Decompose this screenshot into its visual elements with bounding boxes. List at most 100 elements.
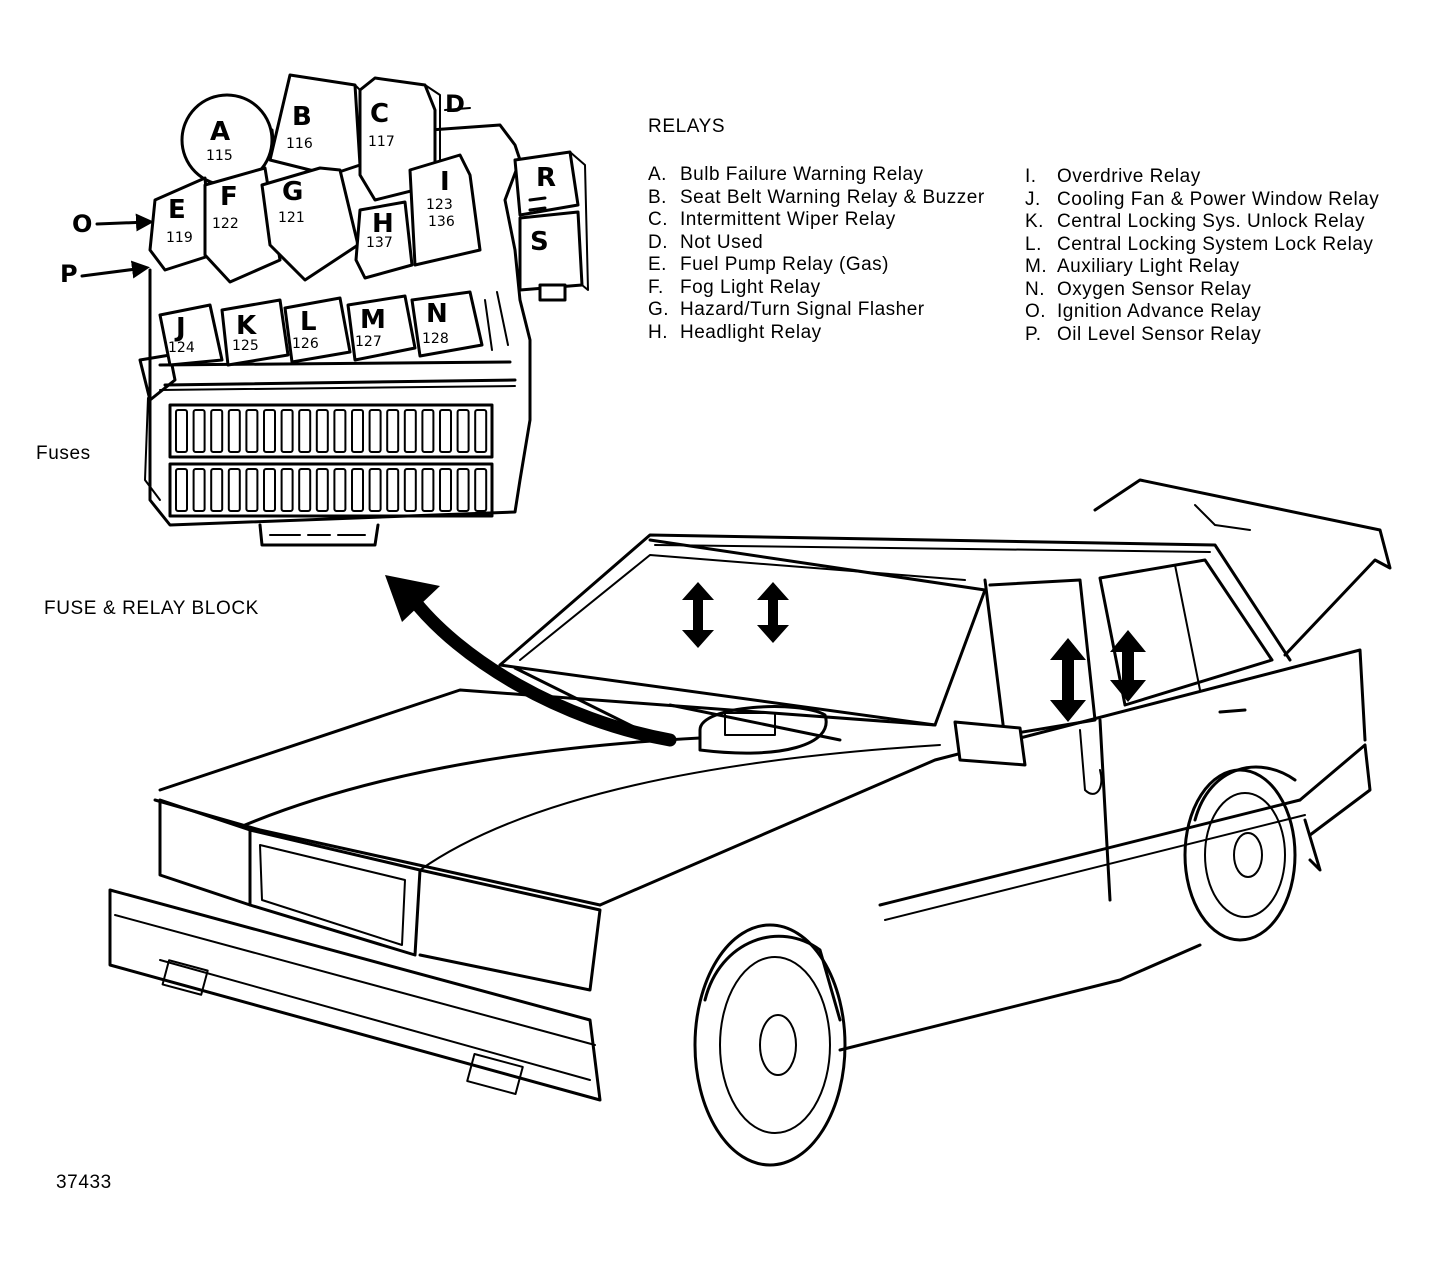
fuse-slot [386, 409, 400, 453]
relay-n: N 128 [410, 290, 484, 358]
relay-b-letter: B [292, 102, 312, 132]
fuse-slot [439, 468, 452, 512]
legend-item: E.Fuel Pump Relay (Gas) [648, 254, 890, 275]
location-arrow [385, 575, 677, 747]
fuse-slot [210, 409, 224, 453]
relay-c-letter: C [370, 99, 389, 129]
relay-i-letter: I [440, 167, 450, 197]
fuse-row-top [175, 409, 488, 453]
legend-item: N.Oxygen Sensor Relay [1025, 278, 1252, 300]
relay-j-letter: J [174, 313, 186, 343]
block-title: FUSE & RELAY BLOCK [44, 598, 259, 619]
relay-c-number: 117 [368, 134, 395, 150]
relay-i-number-2: 136 [428, 214, 455, 230]
legend-item: B.Seat Belt Warning Relay & Buzzer [648, 186, 985, 208]
relay-e-letter: E [168, 195, 186, 225]
fuse-slot [368, 409, 382, 453]
fuse-slot [175, 468, 188, 512]
callout-o: O [72, 210, 154, 238]
fuse-slot [227, 409, 241, 453]
relay-e: E 119 [148, 176, 214, 272]
legend-item: O.Ignition Advance Relay [1025, 301, 1262, 322]
relay-k-number: 125 [232, 338, 259, 354]
relay-m-number: 127 [355, 334, 382, 350]
relay-legend-left: A.Bulb Failure Warning Relay B.Seat Belt… [648, 164, 985, 344]
relay-m: M 127 [346, 294, 417, 362]
fuse-slot [456, 409, 470, 453]
relay-i: I 123 136 [408, 153, 482, 267]
legend-item: I.Overdrive Relay [1025, 166, 1201, 187]
relay-r-s: R S [513, 150, 589, 302]
rear-wheel [1183, 765, 1297, 942]
relay-m-letter: M [360, 305, 386, 335]
front-wheel [693, 923, 847, 1167]
fuse-slot [315, 468, 329, 512]
relay-f: F 122 [203, 166, 282, 284]
legend-item: J.Cooling Fan & Power Window Relay [1025, 188, 1380, 210]
fuse-slot [474, 468, 488, 512]
legend-item: K.Central Locking Sys. Unlock Relay [1025, 211, 1365, 232]
relay-h: H 137 [354, 200, 414, 280]
fuse-slot [315, 409, 329, 453]
fuse-slot [351, 468, 364, 512]
fuse-slot [351, 409, 364, 453]
fuse-relay-block: A 115 B 116 C 117 E 119 F 122 [60, 73, 589, 547]
relay-g-letter: G [282, 177, 303, 207]
relay-j-number: 124 [168, 340, 195, 356]
relay-r-letter: R [536, 163, 556, 193]
fuse-slot [474, 409, 488, 453]
fuse-slot [298, 409, 312, 453]
relay-e-number: 119 [166, 230, 193, 246]
legend-item: H.Headlight Relay [648, 321, 822, 343]
fuse-slot [280, 468, 294, 512]
svg-text:O: O [72, 210, 92, 238]
relay-h-number: 137 [366, 235, 393, 251]
fuse-slot [245, 468, 259, 512]
fuse-slot [439, 409, 452, 453]
fuses-label: Fuses [36, 443, 91, 464]
relay-l-number: 126 [292, 336, 319, 352]
relay-legend-right: I.Overdrive Relay J.Cooling Fan & Power … [1025, 166, 1379, 346]
fuse-slot [421, 468, 435, 512]
fuse-slot [280, 409, 294, 453]
relay-f-number: 122 [212, 216, 239, 232]
relay-n-number: 128 [422, 331, 449, 347]
fuse-slot [227, 468, 241, 512]
relay-k-letter: K [236, 311, 257, 341]
relay-a-letter: A [210, 117, 230, 147]
fuse-row-bottom [175, 468, 488, 512]
fuse-slot [403, 409, 417, 453]
legend-item: F.Fog Light Relay [648, 276, 821, 298]
callout-p: P [60, 260, 150, 288]
relay-a: A 115 [180, 93, 277, 187]
car-illustration [108, 478, 1392, 1167]
legend-item: D.Not Used [648, 231, 764, 253]
relay-k: K 125 [220, 298, 290, 367]
fuse-slot [421, 409, 435, 453]
fuse-slot [386, 468, 400, 512]
legend-item: A.Bulb Failure Warning Relay [648, 164, 924, 185]
fuse-slot [298, 468, 312, 512]
fuse-slot [333, 409, 347, 453]
fuse-slot [333, 468, 347, 512]
relay-l: L 126 [283, 296, 352, 364]
relays-heading: RELAYS [648, 116, 726, 137]
legend-item: C.Intermittent Wiper Relay [648, 209, 896, 230]
fuse-slot [245, 409, 259, 453]
relay-b: B 116 [268, 73, 371, 177]
legend-item: G.Hazard/Turn Signal Flasher [648, 299, 925, 320]
fuse-slot [403, 468, 417, 512]
fuse-slot [175, 409, 188, 453]
figure-number: 37433 [56, 1172, 112, 1193]
fuse-slot [263, 468, 276, 512]
fuse-slot [456, 468, 470, 512]
svg-text:P: P [60, 260, 78, 288]
relay-b-number: 116 [286, 136, 313, 152]
legend-item: L.Central Locking System Lock Relay [1025, 233, 1374, 255]
fuse-slot [368, 468, 382, 512]
relay-n-letter: N [426, 299, 448, 329]
relay-a-number: 115 [206, 148, 233, 164]
relay-s-letter: S [530, 227, 549, 257]
legend-item: M.Auxiliary Light Relay [1025, 256, 1240, 277]
